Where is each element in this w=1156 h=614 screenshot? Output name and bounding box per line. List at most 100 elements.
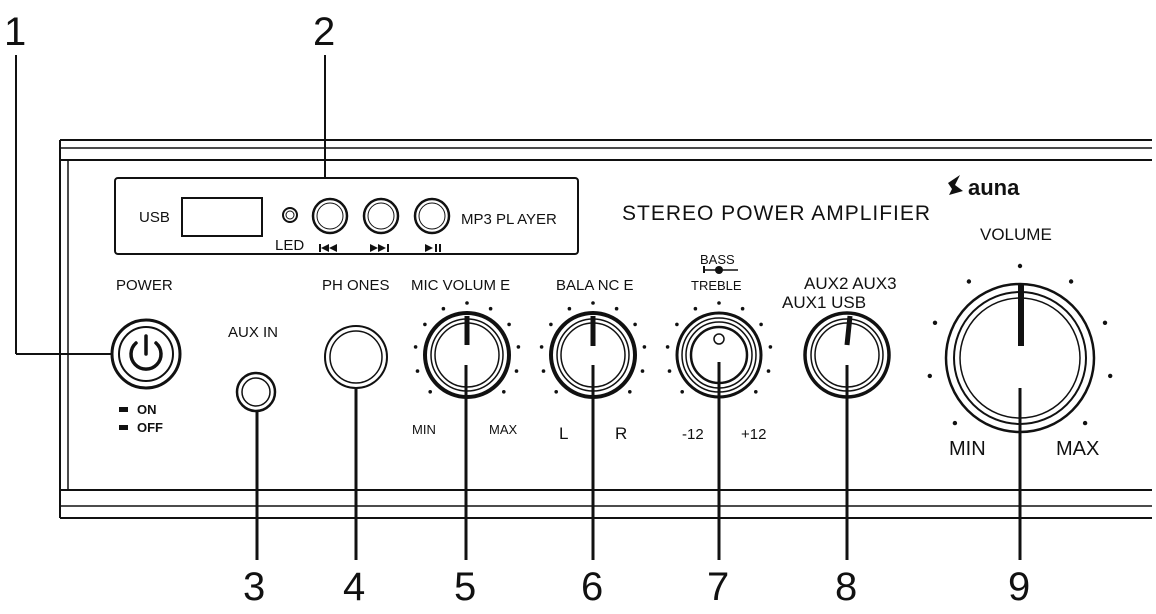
callout-1: 1 — [4, 10, 26, 54]
source-label-bottom: AUX1 USB — [782, 293, 866, 312]
scale-dot — [640, 369, 645, 373]
scale-dot — [675, 322, 679, 327]
usb-label: USB — [139, 209, 170, 226]
mp3-player-panel: USB LED — [114, 177, 579, 255]
scale-dot — [415, 369, 420, 373]
led-label: LED — [275, 237, 304, 254]
scale-dot — [1082, 420, 1088, 426]
scale-dot — [966, 279, 972, 284]
scale-dot — [740, 306, 745, 311]
source-label-top: AUX2 AUX3 — [804, 274, 897, 293]
callout-3: 3 — [243, 565, 265, 609]
scale-dot — [932, 320, 938, 325]
scale-dot — [413, 345, 418, 349]
scale-dot — [614, 306, 619, 311]
previous-track-icon — [319, 244, 337, 252]
scale-dot — [754, 390, 758, 394]
scale-dot — [516, 345, 521, 349]
callout-4: 4 — [343, 565, 365, 609]
callout-leaders — [15, 55, 1022, 560]
on-label: ON — [137, 402, 157, 417]
callout-7: 7 — [707, 565, 729, 609]
scale-dot — [717, 301, 721, 305]
callout-9: 9 — [1008, 565, 1030, 609]
scale-dot — [428, 390, 433, 394]
scale-dot — [514, 369, 519, 373]
mic-volume-label: MIC VOLUM E — [411, 277, 510, 294]
scale-dot — [539, 345, 544, 349]
auna-logo: auna — [948, 175, 1020, 200]
scale-dot — [465, 301, 469, 305]
scale-dot — [952, 420, 958, 426]
usb-port[interactable] — [181, 197, 263, 237]
volume-max-label: MAX — [1056, 438, 1099, 460]
scale-dot — [1108, 373, 1113, 379]
power-icon — [129, 334, 163, 371]
balance-scale — [539, 301, 647, 394]
scale-dot — [628, 390, 632, 394]
callout-5: 5 — [454, 565, 476, 609]
mic-volume-scale — [413, 301, 521, 394]
scale-dot — [642, 345, 647, 349]
balance-right-label: R — [615, 424, 627, 443]
bass-treble-switch-icon — [703, 266, 738, 274]
scale-dot — [554, 390, 558, 394]
bass-label: BASS — [700, 252, 735, 267]
volume-label: VOLUME — [980, 225, 1052, 244]
phones-label: PH ONES — [322, 277, 390, 294]
scale-dot — [541, 369, 546, 373]
scale-dot — [502, 390, 506, 394]
off-label: OFF — [137, 420, 163, 435]
volume-min-label: MIN — [949, 438, 986, 460]
scale-dot — [633, 322, 637, 327]
scale-dot — [488, 306, 493, 311]
aux-in-jack[interactable] — [235, 371, 277, 413]
scale-dot — [667, 369, 672, 373]
scale-dot — [766, 369, 771, 373]
power-label: POWER — [116, 277, 173, 294]
play-pause-icon — [425, 244, 441, 252]
balance-label: BALA NC E — [556, 277, 634, 294]
play-pause-button[interactable] — [413, 197, 451, 235]
callout-2: 2 — [313, 10, 335, 54]
scale-dot — [567, 306, 572, 311]
previous-track-button[interactable] — [311, 197, 349, 235]
on-marker — [119, 407, 128, 412]
next-track-button[interactable] — [362, 197, 400, 235]
scale-dot — [441, 306, 446, 311]
volume-scale — [927, 263, 1113, 426]
mp3-player-label: MP3 PL AYER — [461, 211, 557, 228]
callout-6: 6 — [581, 565, 603, 609]
tone-max-label: +12 — [741, 426, 766, 443]
next-track-icon — [370, 244, 389, 252]
scale-dot — [693, 306, 698, 311]
balance-left-label: L — [559, 424, 568, 443]
scale-dot — [768, 345, 773, 349]
scale-dot — [549, 322, 553, 327]
off-marker — [119, 425, 128, 430]
scale-dot — [1068, 279, 1074, 284]
treble-label: TREBLE — [691, 278, 742, 293]
mic-min-label: MIN — [412, 422, 436, 437]
scale-dot — [1017, 263, 1023, 269]
scale-dot — [759, 322, 763, 327]
aux-in-label: AUX IN — [228, 324, 278, 341]
scale-dot — [591, 301, 595, 305]
brand-text: auna — [968, 175, 1020, 200]
product-title: STEREO POWER AMPLIFIER — [622, 202, 931, 225]
scale-dot — [680, 390, 684, 394]
mic-max-label: MAX — [489, 422, 518, 437]
front-panel — [59, 139, 1152, 519]
phones-jack[interactable] — [324, 325, 388, 389]
tone-min-label: -12 — [682, 426, 704, 443]
scale-dot — [1102, 320, 1108, 325]
led-indicator — [282, 207, 298, 223]
tone-scale — [665, 301, 773, 394]
scale-dot — [507, 322, 511, 327]
scale-dot — [927, 373, 932, 379]
callout-8: 8 — [835, 565, 857, 609]
scale-dot — [423, 322, 427, 327]
scale-dot — [665, 345, 670, 349]
